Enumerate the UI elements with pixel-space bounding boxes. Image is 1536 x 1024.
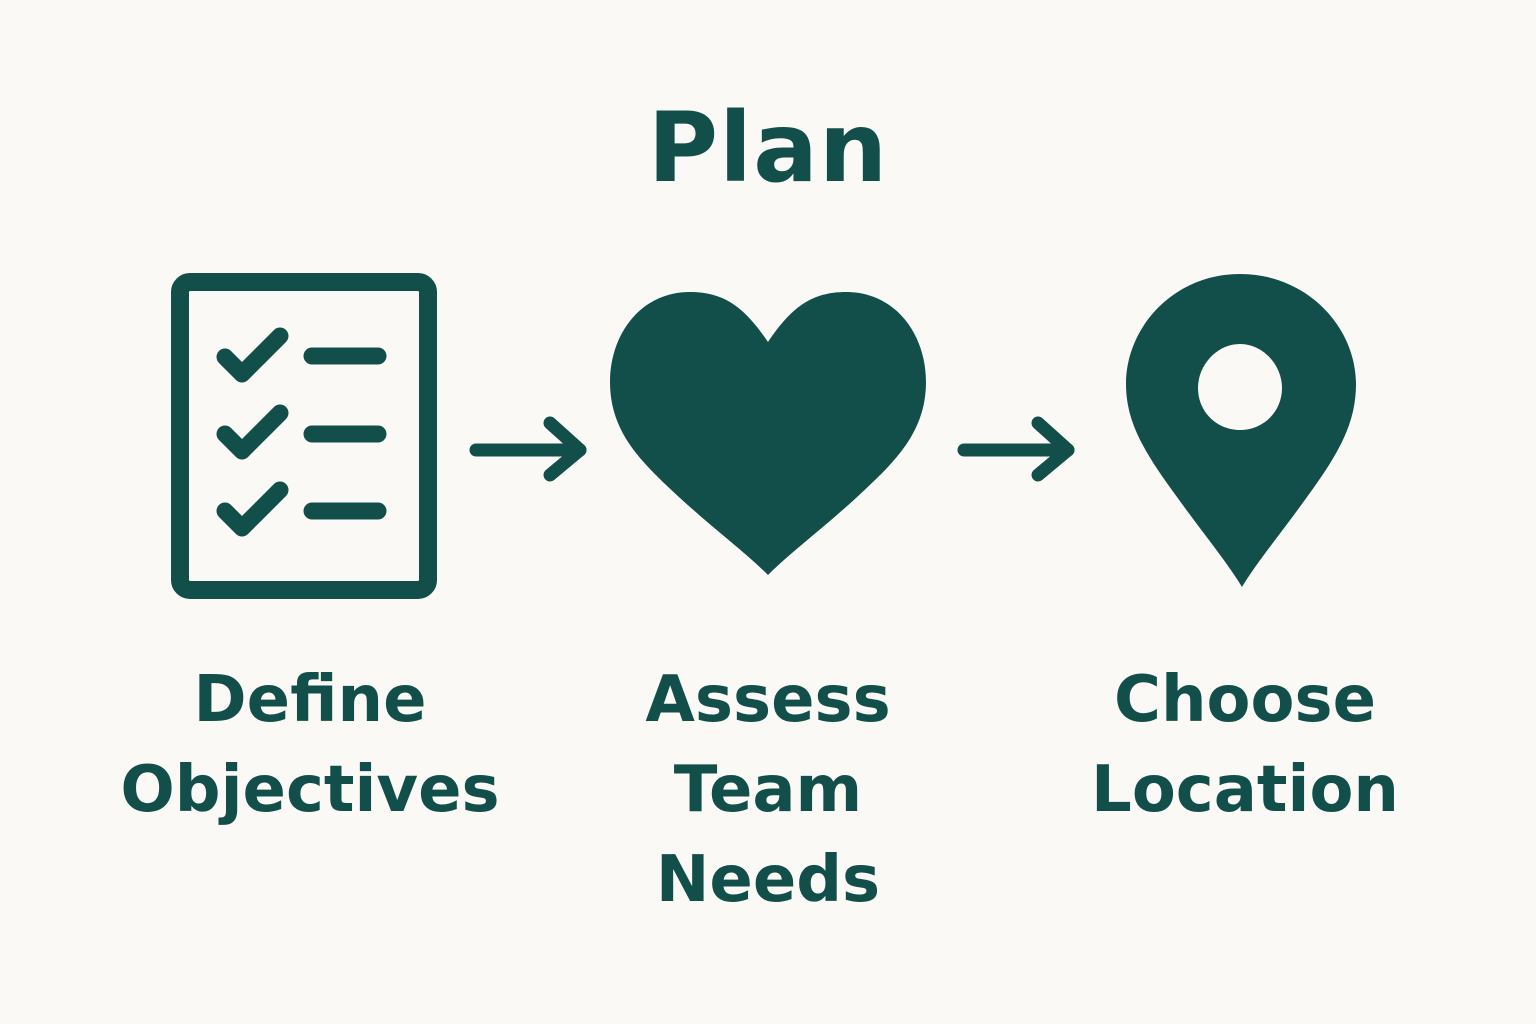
step-label-line: Location (1091, 753, 1399, 827)
step-label-line: Choose (1114, 663, 1376, 737)
step-label-line: Assess (645, 663, 891, 737)
step-label-line: Objectives (120, 753, 500, 827)
step-label-line: Needs (655, 843, 881, 917)
step-label-choose-location: Choose Location (995, 655, 1495, 835)
step-label-assess-team-needs: Assess Team Needs (518, 655, 1018, 925)
arrow-right-icon (469, 416, 587, 482)
step-label-line: Team (673, 753, 863, 827)
step-label-line: Define (193, 663, 427, 737)
arrow-right-icon (957, 416, 1075, 482)
diagram-title: Plan (647, 92, 889, 204)
location-pin-icon (1126, 274, 1356, 587)
checklist-icon (171, 273, 437, 599)
heart-icon (610, 292, 926, 575)
step-label-define-objectives: Define Objectives (60, 655, 560, 835)
